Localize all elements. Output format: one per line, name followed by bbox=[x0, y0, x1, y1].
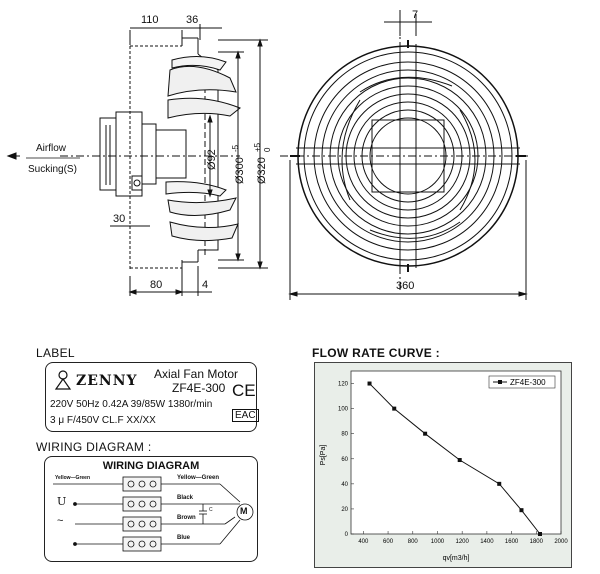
flow-chart-frame: 400 600 800 1000 1200 1400 1600 1800 2000 0 20 40 60… bbox=[314, 362, 572, 568]
y-tick-label: 40 bbox=[341, 482, 348, 488]
dim-d92: Ø92 bbox=[206, 149, 218, 170]
dim-d300-tol: -5 bbox=[231, 144, 240, 152]
sucking-label: Sucking(S) bbox=[28, 164, 77, 175]
wiring-diagram: WIRING DIAGRAM bbox=[44, 456, 258, 562]
data-point bbox=[367, 381, 372, 386]
flow-heading: FLOW RATE CURVE : bbox=[312, 346, 440, 360]
dim-d320-tol-top: +5 bbox=[253, 142, 262, 152]
dim-4: 4 bbox=[202, 279, 208, 291]
x-tick-label: 1800 bbox=[530, 539, 544, 545]
x-tick-label: 1200 bbox=[455, 539, 469, 545]
product-title: Axial Fan Motor bbox=[154, 367, 239, 381]
dim-360: 360 bbox=[396, 280, 414, 292]
y-tick-label: 80 bbox=[341, 432, 348, 438]
legend-marker bbox=[498, 380, 502, 384]
x-axis-label: qv[m3/h] bbox=[443, 555, 470, 562]
capacitor-line: 3 μ F/450V CL.F XX/XX bbox=[50, 415, 156, 426]
y-tick-label: 100 bbox=[338, 407, 349, 413]
u-label: U bbox=[57, 495, 67, 508]
wiring-heading: WIRING DIAGRAM : bbox=[36, 440, 152, 454]
front-view bbox=[280, 10, 530, 300]
plot-area bbox=[350, 370, 562, 535]
x-tick-label: 400 bbox=[358, 539, 369, 545]
data-point bbox=[423, 431, 428, 436]
wire-label-yellow-green-right: Yellow—Green bbox=[177, 475, 220, 481]
wire-label-blue: Blue bbox=[177, 535, 191, 541]
flow-rate-chart: 400 600 800 1000 1200 1400 1600 1800 2000 0 20 40 60… bbox=[320, 370, 568, 562]
wire-label-brown: Brown bbox=[177, 515, 196, 521]
dim-80: 80 bbox=[150, 279, 162, 291]
data-point bbox=[392, 406, 397, 411]
wiring-inner-title: WIRING DIAGRAM bbox=[102, 460, 200, 472]
data-point bbox=[538, 532, 542, 536]
label-heading: LABEL bbox=[36, 346, 75, 360]
dim-110: 110 bbox=[141, 14, 159, 26]
motor-label: M bbox=[240, 506, 248, 516]
dim-d300: Ø300 bbox=[234, 157, 246, 184]
x-tick-label: 2000 bbox=[554, 539, 568, 545]
capacitor-label: C bbox=[209, 507, 213, 513]
airflow-label: Airflow bbox=[36, 143, 67, 154]
y-tick-label: 20 bbox=[341, 507, 348, 513]
spec-line: 220V 50Hz 0.42A 39/85W 1380r/min bbox=[50, 399, 213, 410]
dim-d320-tol-bottom: 0 bbox=[263, 147, 272, 152]
brand-name: ZENNY bbox=[76, 373, 138, 389]
data-point bbox=[519, 508, 524, 513]
dim-30: 30 bbox=[113, 213, 125, 225]
y-tick-label: 60 bbox=[341, 457, 348, 463]
side-view bbox=[6, 24, 268, 296]
x-tick-label: 1000 bbox=[431, 539, 445, 545]
product-label: ZENNY Axial Fan Motor ZF4E-300 CE 220V 5… bbox=[45, 362, 259, 432]
ce-mark: CE bbox=[232, 381, 256, 400]
brand-logo-icon bbox=[52, 369, 74, 391]
data-point bbox=[497, 481, 502, 486]
dim-36: 36 bbox=[186, 14, 198, 26]
y-axis-label: Ps[Pa] bbox=[320, 445, 327, 466]
y-tick-label: 0 bbox=[345, 532, 349, 538]
technical-drawing: 110 36 Ø92 Ø300 -5 Ø320 +5 0 30 80 4 Air… bbox=[6, 9, 530, 300]
x-tick-label: 1400 bbox=[480, 539, 494, 545]
wire-label-black: Black bbox=[177, 495, 194, 501]
dim-7: 7 bbox=[412, 9, 418, 21]
x-tick-label: 1600 bbox=[505, 539, 519, 545]
wire-label-yellow-green-left: Yellow—Green bbox=[55, 475, 91, 481]
x-tick-label: 800 bbox=[408, 539, 419, 545]
eac-mark: EAC bbox=[232, 409, 259, 422]
legend-label: ZF4E-300 bbox=[510, 378, 546, 387]
legend-box bbox=[488, 375, 556, 389]
tilde-label: ~ bbox=[57, 515, 64, 527]
dim-d320: Ø320 bbox=[256, 157, 268, 184]
model-number: ZF4E-300 bbox=[172, 381, 226, 395]
x-tick-label: 600 bbox=[383, 539, 394, 545]
wiring-schematic bbox=[53, 476, 254, 552]
data-point bbox=[457, 458, 462, 463]
y-tick-label: 120 bbox=[338, 382, 349, 388]
